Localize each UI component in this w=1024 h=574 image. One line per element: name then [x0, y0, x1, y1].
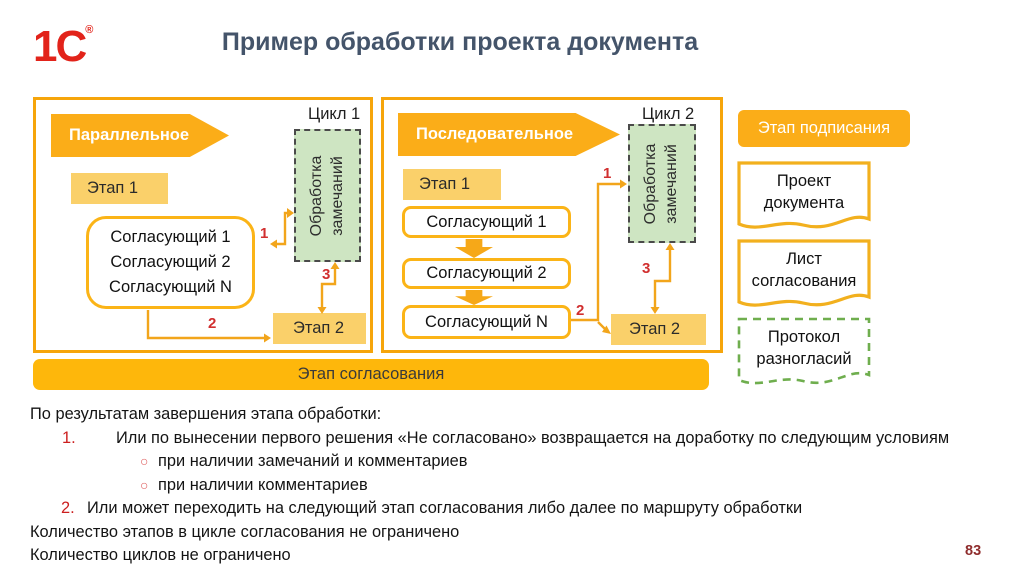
- arrow-label-2: 2: [208, 315, 217, 332]
- item-number: 1.: [62, 428, 76, 447]
- document-icon: [737, 317, 871, 385]
- logo-1c-icon: 1С®: [33, 22, 94, 71]
- down-arrow-icon: [455, 290, 493, 305]
- item-number: 2.: [61, 499, 75, 517]
- down-arrow-icon: [455, 239, 493, 258]
- approver2-box: Согласующий 2: [402, 258, 571, 289]
- arrow-label-1: 1: [603, 165, 612, 182]
- stage2-box: Этап 2: [611, 314, 706, 345]
- list-item: 2. Или может переходить на следующий эта…: [61, 497, 1020, 521]
- processing-box: Обработка замечаний: [294, 129, 361, 262]
- list-item: 1. Или по вынесении первого решения «Не …: [62, 427, 1020, 451]
- subitem-text: при наличии комментариев: [158, 475, 368, 494]
- arrow-label-3: 3: [642, 260, 651, 277]
- document-label: Лист согласования: [751, 249, 857, 290]
- approval-stage-bar: Этап согласования: [33, 359, 709, 390]
- document-shape-approval-sheet: Лист согласования: [736, 238, 872, 314]
- arrow-label-1: 1: [260, 225, 269, 242]
- page-title: Пример обработки проекта документа: [221, 28, 699, 56]
- cycle1-label: Цикл 1: [308, 105, 361, 123]
- item-text: Или по вынесении первого решения «Не сог…: [116, 428, 950, 447]
- item-text: Или может переходить на следующий этап с…: [87, 499, 803, 517]
- processing-box: Обработка замечаний: [628, 124, 696, 243]
- parallel-banner-arrow: Параллельное: [51, 114, 229, 157]
- bullet-icon: ○: [140, 476, 149, 493]
- stage2-box: Этап 2: [273, 313, 366, 344]
- subitem-text: при наличии замечаний и комментариев: [158, 452, 468, 470]
- approver1-box: Согласующий 1: [402, 206, 571, 238]
- approverN-box: Согласующий N: [402, 305, 571, 339]
- processing-label: Обработка замечаний: [642, 143, 680, 224]
- signing-stage-banner: Этап подписания: [738, 110, 910, 147]
- document-label: Протокол разногласий: [756, 327, 852, 368]
- cycle2-label: Цикл 2: [642, 105, 695, 123]
- document-icon: [737, 161, 871, 229]
- bullet-icon: ○: [140, 453, 149, 469]
- page-number: 83: [965, 543, 982, 559]
- list-subitem: ○ при наличии замечаний и комментариев: [140, 450, 1020, 474]
- document-shape-protocol: Протокол разногласий: [736, 316, 872, 392]
- parallel-diagram: Параллельное Цикл 1 Обработка замечаний …: [33, 97, 373, 353]
- document-shape-project: Проект документа: [736, 160, 872, 236]
- arrow-label-2: 2: [576, 302, 585, 319]
- list-subitem: ○ при наличии комментариев: [140, 474, 1020, 498]
- notes-footer-line: Количество циклов не ограничено: [30, 546, 291, 564]
- approvers-box: Согласующий 1 Согласующий 2 Согласующий …: [86, 216, 255, 309]
- document-label: Проект документа: [763, 171, 845, 212]
- document-icon: [737, 239, 871, 307]
- notes-intro: По результатам завершения этапа обработк…: [30, 405, 382, 423]
- notes-block: По результатам завершения этапа обработк…: [30, 403, 1020, 568]
- sequential-diagram: Последовательное Цикл 2 Обработка замеча…: [381, 97, 723, 353]
- stage1-box: Этап 1: [71, 173, 168, 204]
- processing-label: Обработка замечаний: [307, 155, 346, 236]
- arrow-label-3: 3: [322, 266, 331, 283]
- sequential-banner-arrow: Последовательное: [398, 113, 620, 156]
- notes-footer-line: Количество этапов в цикле согласования н…: [30, 522, 460, 541]
- stage1-box: Этап 1: [403, 169, 501, 200]
